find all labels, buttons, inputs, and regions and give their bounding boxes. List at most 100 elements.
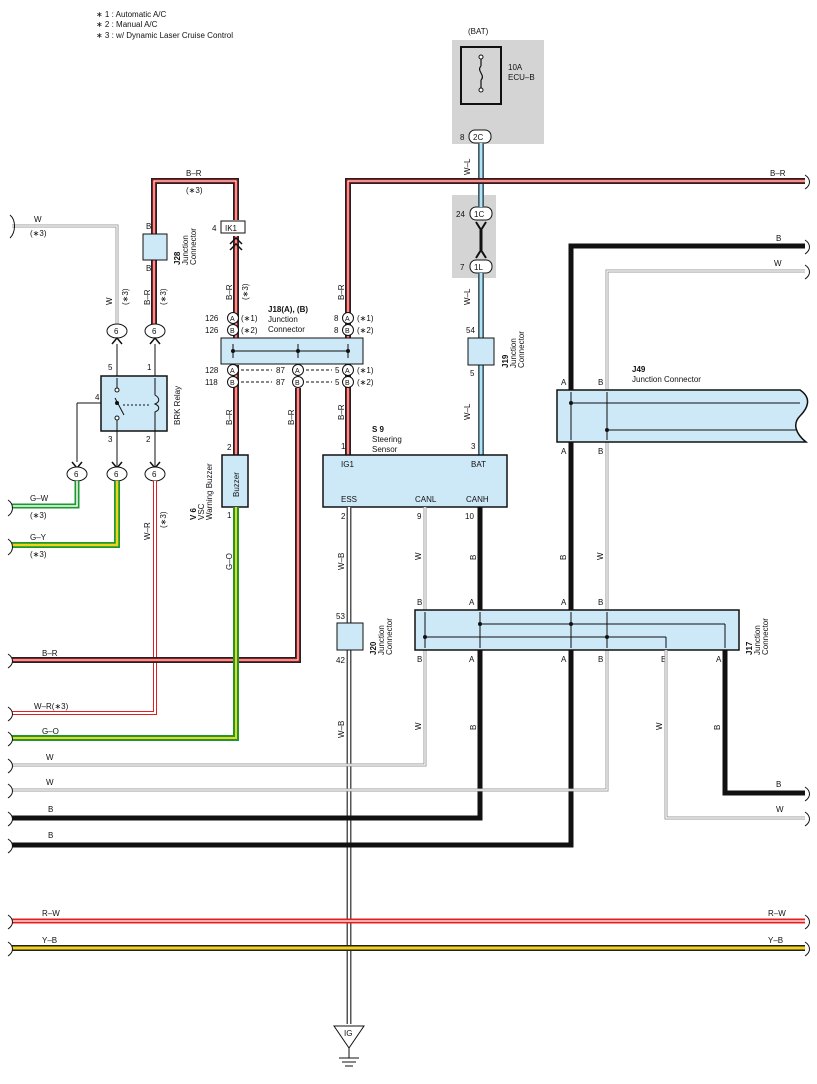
j20-box xyxy=(336,622,364,651)
svg-text:G–O: G–O xyxy=(42,727,59,736)
label-br-s9b: B–R xyxy=(337,404,346,420)
svg-text:IG: IG xyxy=(344,1029,352,1038)
j28-pin-bot: B xyxy=(146,264,151,273)
ik1-connector xyxy=(220,220,246,234)
j28-title: Junction xyxy=(181,235,190,265)
svg-text:BAT: BAT xyxy=(471,460,486,469)
relay-coil-icon xyxy=(153,378,160,470)
wire-b-main xyxy=(12,243,805,848)
svg-text:W–B: W–B xyxy=(337,721,346,738)
label-n3-top: (∗3) xyxy=(30,229,47,238)
j18-r3-c1 xyxy=(227,364,239,376)
relay-switch-icon xyxy=(114,397,125,416)
j18-r1-c1 xyxy=(227,312,239,324)
svg-text:A: A xyxy=(295,368,300,375)
brk-relay-box xyxy=(100,375,168,432)
svg-text:W: W xyxy=(414,552,423,560)
svg-text:(∗2): (∗2) xyxy=(357,378,374,387)
j18-title: Junction xyxy=(268,315,298,324)
svg-text:B: B xyxy=(345,328,350,335)
svg-text:6: 6 xyxy=(114,470,119,479)
j28-pin-top: B xyxy=(146,222,151,231)
wire-g-w xyxy=(12,481,80,509)
fuse-pin: 8 xyxy=(460,133,465,142)
ik1-chevrons xyxy=(229,236,243,251)
svg-text:8: 8 xyxy=(334,326,339,335)
svg-text:Connector: Connector xyxy=(385,618,394,655)
fuse-terminal-top xyxy=(478,54,484,60)
svg-text:B: B xyxy=(417,655,422,664)
svg-text:42: 42 xyxy=(336,656,345,665)
svg-text:8: 8 xyxy=(334,314,339,323)
wire-b-canh xyxy=(12,507,483,821)
svg-text:B: B xyxy=(417,598,422,607)
svg-text:3: 3 xyxy=(471,442,476,451)
fuse-box-shade xyxy=(452,40,544,144)
svg-text:(∗2): (∗2) xyxy=(241,326,258,335)
svg-text:CANH: CANH xyxy=(466,495,489,504)
svg-text:(∗3): (∗3) xyxy=(30,550,47,559)
svg-text:(∗3): (∗3) xyxy=(30,511,47,520)
svg-text:A: A xyxy=(561,378,567,387)
svg-text:J20: J20 xyxy=(369,641,378,655)
label-n3-ik1: (∗3) xyxy=(241,283,250,300)
label-wl-3: W–L xyxy=(463,403,472,420)
j49-box xyxy=(556,389,809,443)
j18-r2-p1: 126 xyxy=(205,326,219,335)
conn-1l-label: 1L xyxy=(474,263,483,272)
svg-text:R–W: R–W xyxy=(42,909,60,918)
svg-text:Junction: Junction xyxy=(377,625,386,655)
svg-text:A: A xyxy=(469,598,475,607)
svg-text:W: W xyxy=(46,753,54,762)
svg-text:(∗2): (∗2) xyxy=(357,326,374,335)
j19-box xyxy=(467,337,495,366)
j18-id: J18(A), (B) xyxy=(268,305,308,314)
svg-text:1: 1 xyxy=(341,442,346,451)
wire-g-o xyxy=(12,507,239,741)
svg-text:G–O: G–O xyxy=(225,553,234,570)
svg-text:B: B xyxy=(661,655,666,664)
svg-text:A: A xyxy=(716,655,722,664)
svg-text:6: 6 xyxy=(152,327,157,336)
label-n3-j28-down: (∗3) xyxy=(159,288,168,305)
svg-text:B: B xyxy=(230,328,235,335)
label-wl-1: W–L xyxy=(463,158,472,175)
svg-text:V 6: V 6 xyxy=(189,507,198,520)
svg-text:B: B xyxy=(598,655,603,664)
j19-id: J19 xyxy=(501,354,510,368)
fuse-terminal-bot xyxy=(478,87,484,93)
fuse-name: ECU–B xyxy=(508,73,535,82)
svg-text:B: B xyxy=(230,380,235,387)
svg-text:1: 1 xyxy=(227,511,232,520)
svg-text:Junction: Junction xyxy=(753,625,762,655)
conn-1l-pin: 7 xyxy=(460,263,465,272)
svg-text:128: 128 xyxy=(205,366,219,375)
svg-text:B–R: B–R xyxy=(225,409,234,425)
j18-r3-c2 xyxy=(292,364,304,376)
svg-text:B: B xyxy=(776,234,781,243)
svg-text:A: A xyxy=(345,316,350,323)
svg-text:10: 10 xyxy=(465,512,474,521)
svg-text:A: A xyxy=(561,655,567,664)
svg-text:2: 2 xyxy=(227,443,232,452)
svg-text:W: W xyxy=(776,805,784,814)
svg-text:87: 87 xyxy=(276,366,285,375)
svg-text:B: B xyxy=(469,555,478,560)
svg-text:B: B xyxy=(598,378,603,387)
svg-text:B–R: B–R xyxy=(42,649,58,658)
j28-id: J28 xyxy=(173,251,182,265)
wire-b-j17-right xyxy=(722,650,805,796)
j18-r1-c2 xyxy=(342,312,354,324)
svg-text:B: B xyxy=(776,780,781,789)
svg-text:A: A xyxy=(230,368,235,375)
svg-text:B–R: B–R xyxy=(287,409,296,425)
svg-text:(∗1): (∗1) xyxy=(357,314,374,323)
j18-r2-c1 xyxy=(227,324,239,336)
j18-r4-c3 xyxy=(342,376,354,388)
j19-pin-bot: 5 xyxy=(470,369,475,378)
note-1: ∗ 1 : Automatic A/C xyxy=(96,10,167,19)
label-br-ik1: B–R xyxy=(225,284,234,300)
conn-2c-label: 2C xyxy=(473,133,483,142)
label-n3-j28: (∗3) xyxy=(186,186,203,195)
